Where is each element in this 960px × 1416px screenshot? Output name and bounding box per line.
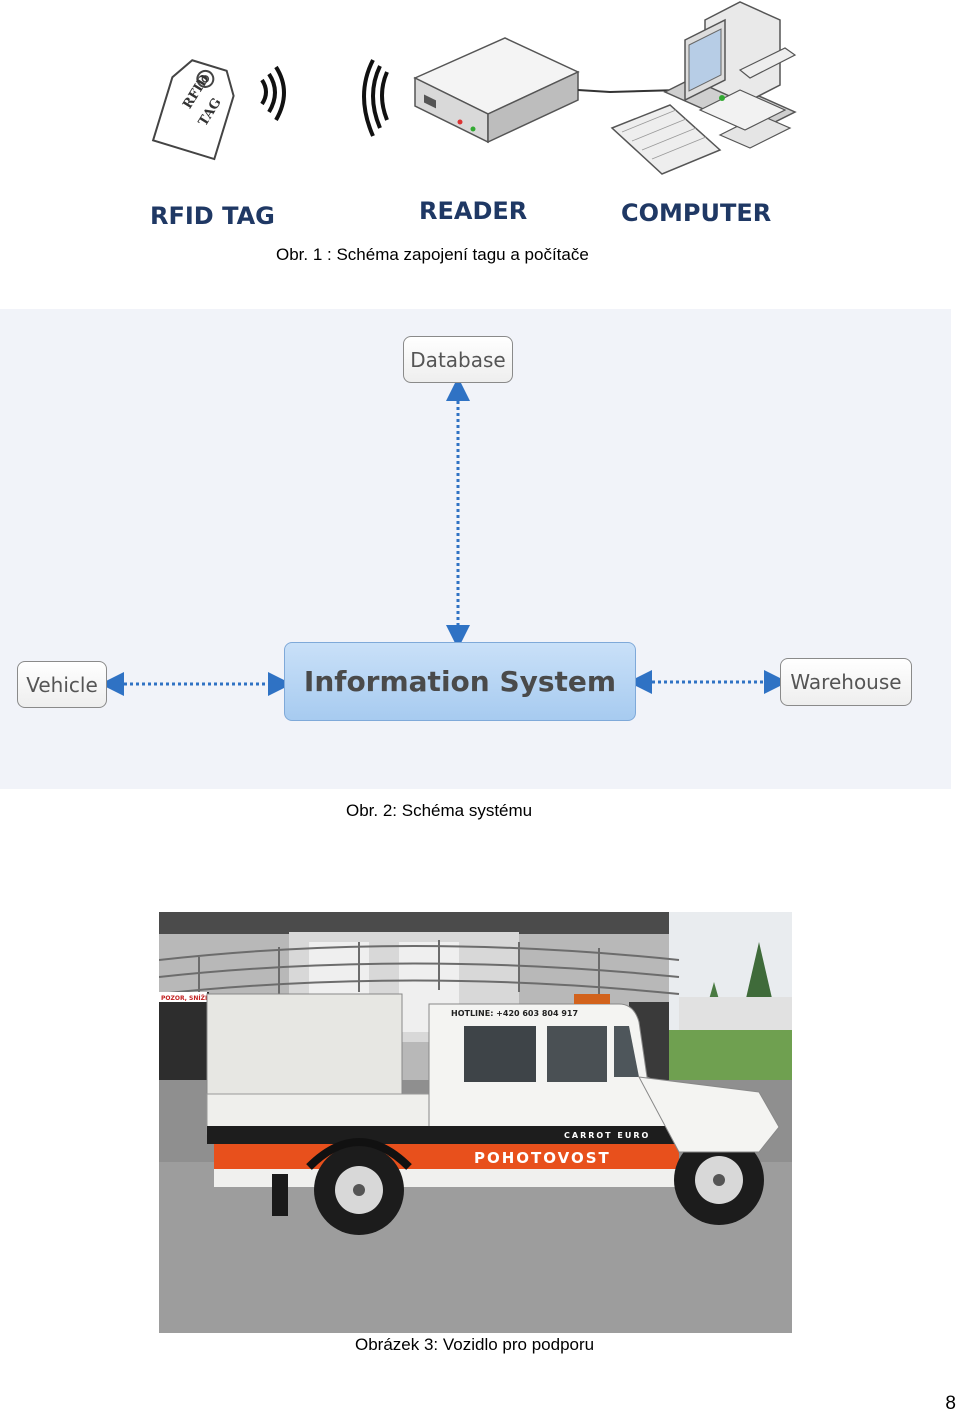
- figure-rfid-schematic: RFID TAG: [140, 0, 820, 235]
- label-computer: COMPUTER: [621, 199, 771, 227]
- signal-waves-left-icon: [362, 59, 389, 137]
- vehicle-brand-text: CARROT EURO: [564, 1131, 650, 1140]
- balcony-railing: [159, 940, 680, 1002]
- page-number: 8: [945, 1393, 956, 1414]
- rfid-tag-icon: RFID TAG: [151, 59, 235, 161]
- reader-device-icon: [413, 37, 580, 144]
- figure-system-schema: Database Information System Vehicle Ware…: [0, 309, 951, 789]
- node-vehicle: Vehicle: [17, 661, 107, 708]
- signal-waves-right-icon: [260, 65, 286, 121]
- figure1-caption: Obr. 1 : Schéma zapojení tagu a počítače: [276, 245, 589, 264]
- reader-computer-cable: [577, 89, 681, 94]
- system-schema-arrows: [100, 377, 788, 696]
- node-database: Database: [403, 336, 513, 383]
- rfid-schematic-drawing: RFID TAG: [150, 1, 797, 230]
- node-information-system: Information System: [284, 642, 636, 721]
- figure-support-vehicle-photo: POZOR, SNÍŽE HOTLINE: +420 603 8: [159, 912, 792, 1333]
- vehicle-hotline-text: HOTLINE: +420 603 804 917: [451, 1009, 578, 1018]
- rear-wheel: [314, 1145, 404, 1235]
- figure2-caption: Obr. 2: Schéma systému: [346, 801, 533, 820]
- figure3-caption: Obrázek 3: Vozidlo pro podporu: [355, 1335, 595, 1354]
- support-vehicle: HOTLINE: +420 603 804 917 CARROT EURO PO…: [206, 993, 780, 1235]
- vehicle-stripe-text: POHOTOVOST: [474, 1149, 611, 1167]
- label-rfid-tag: RFID TAG: [150, 202, 275, 230]
- computer-icon: [610, 1, 797, 175]
- label-reader: READER: [419, 197, 527, 225]
- support-vehicle-illustration: POZOR, SNÍŽE HOTLINE: +420 603 8: [159, 912, 792, 1333]
- building-warning-sign: POZOR, SNÍŽE: [161, 994, 209, 1002]
- front-wheel: [674, 1135, 764, 1225]
- node-warehouse: Warehouse: [780, 658, 912, 706]
